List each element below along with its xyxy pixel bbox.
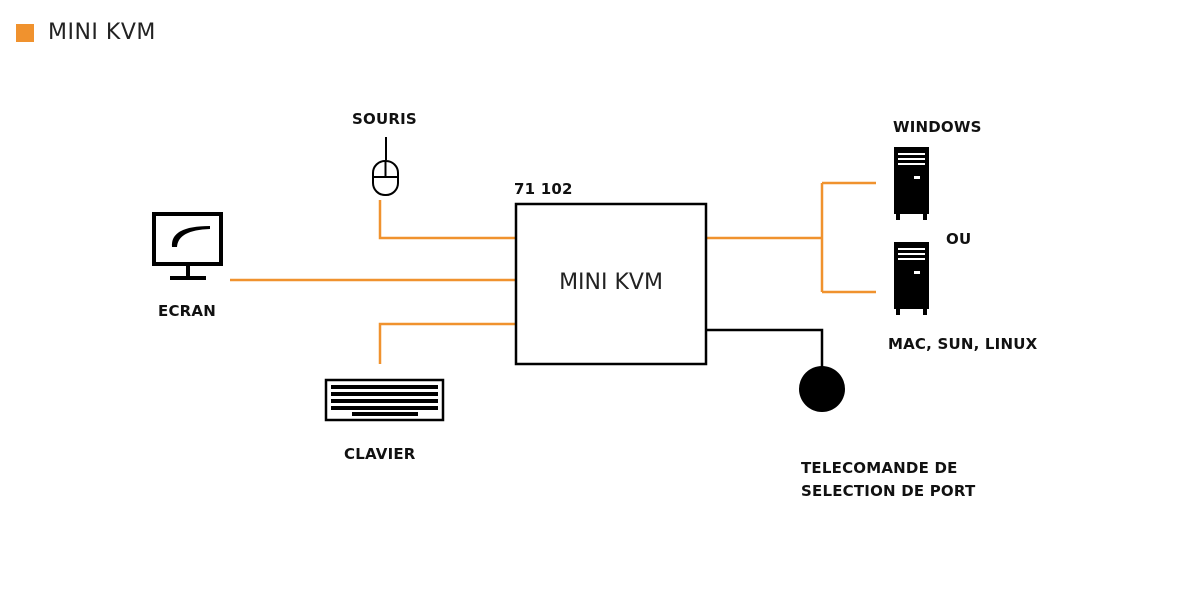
mac-sun-linux-label: MAC, SUN, LINUX (888, 335, 1038, 353)
kvm-box (514, 202, 708, 366)
keyboard-connection (378, 322, 516, 364)
mouse-icon (372, 137, 399, 196)
remote-label-line2: SELECTION DE PORT (801, 482, 976, 500)
remote-selector-icon (799, 366, 845, 412)
monitor-icon (152, 212, 223, 280)
windows-tower-icon (894, 147, 929, 220)
connection-lines (230, 181, 876, 364)
keyboard-icon (324, 378, 445, 422)
or-label: OU (946, 230, 972, 248)
remote-label: TELECOMANDE DE SELECTION DE PORT (801, 457, 975, 503)
screen-label: ECRAN (158, 302, 216, 320)
mouse-connection (378, 200, 516, 240)
kvm-model-label: 71 102 (514, 180, 573, 198)
kvm-box-label: MINI KVM (559, 270, 663, 295)
orange-square-icon (16, 23, 34, 42)
windows-label: WINDOWS (893, 118, 982, 136)
mouse-label: SOURIS (352, 110, 417, 128)
remote-label-line1: TELECOMANDE DE (801, 459, 958, 477)
mac-tower-icon (894, 242, 929, 315)
remote-connection (706, 328, 824, 367)
page-header: MINI KVM (16, 20, 156, 45)
keyboard-label: CLAVIER (344, 445, 416, 463)
page-title: MINI KVM (48, 20, 156, 45)
